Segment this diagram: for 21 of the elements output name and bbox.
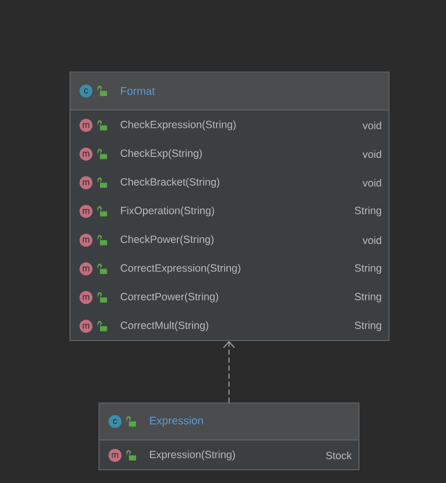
method-signature: CheckPower(String): [120, 235, 214, 246]
return-type: String: [354, 321, 382, 332]
return-type: void: [362, 122, 382, 130]
return-type: String: [354, 206, 382, 216]
method-signature: CheckBracket(String): [120, 178, 220, 188]
method-signature: FixOperation(String): [121, 206, 214, 216]
class-name: Expression: [150, 416, 203, 427]
return-type: void: [362, 178, 382, 187]
return-type: String: [354, 264, 382, 274]
class-name: Format: [121, 87, 155, 95]
return-type: Stock: [326, 452, 352, 460]
method-signature: CheckExp(String): [120, 149, 202, 159]
method-signature: CorrectMult(String): [120, 321, 208, 332]
method-signature: CheckExpression(String): [120, 120, 236, 130]
return-type: void: [362, 150, 382, 158]
method-signature: CorrectExpression(String): [120, 264, 240, 274]
return-type: void: [362, 236, 382, 244]
return-type: String: [354, 292, 382, 302]
dependency-arrow: [223, 341, 235, 404]
method-signature: Expression(String): [150, 450, 235, 460]
method-signature: CorrectPower(String): [120, 292, 218, 302]
